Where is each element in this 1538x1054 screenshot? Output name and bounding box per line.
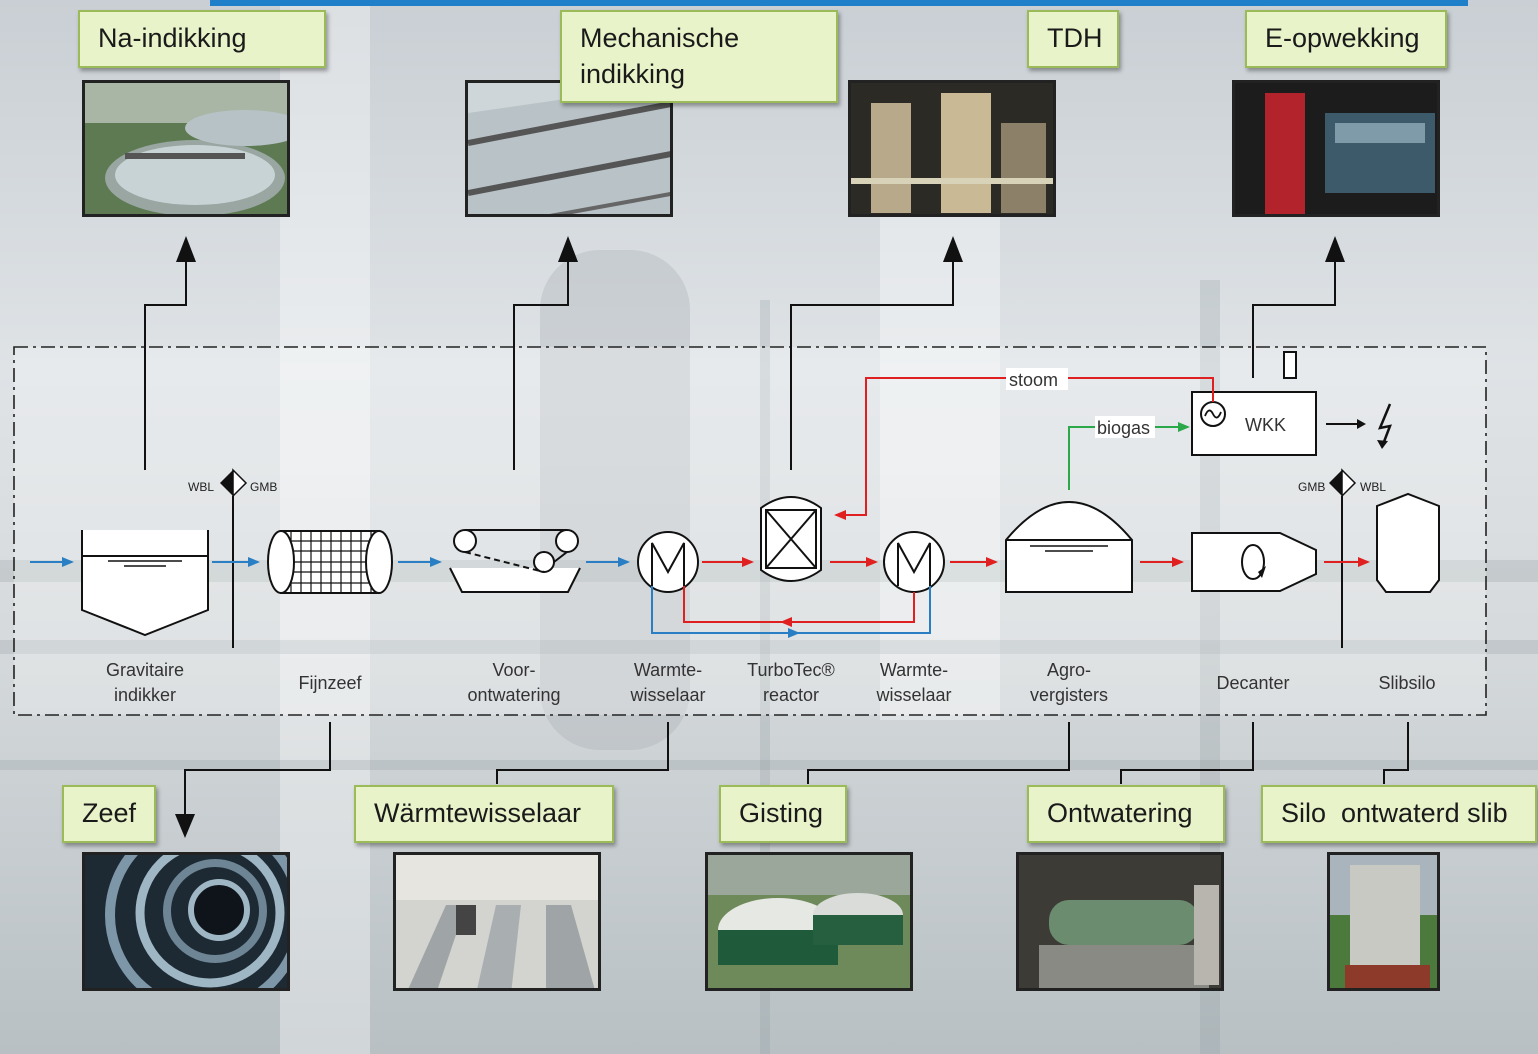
caption-line2: ontwatering — [467, 685, 560, 705]
photo-zeef — [82, 852, 290, 991]
photo-silo-ontwaterd-slib — [1327, 852, 1440, 991]
heat-exchanger-image — [396, 855, 598, 988]
connector-mechanische-indikking — [513, 236, 578, 470]
process-captions: Gravitaire indikker Fijnzeef Voor- ontwa… — [106, 660, 1436, 705]
photo-tdh — [848, 80, 1056, 217]
silo-image — [1330, 855, 1437, 988]
caption-line1: Slibsilo — [1378, 673, 1435, 693]
turbotec-reactor-symbol — [760, 496, 822, 582]
dosing-point-left: WBL GMB — [188, 468, 277, 648]
caption-line1: Warmte- — [634, 660, 702, 680]
caption-line1: TurboTec® — [747, 660, 835, 680]
label-mechanische-indikking: Mechanische indikking — [560, 10, 838, 103]
dosing-wbl-left: WBL — [188, 480, 214, 494]
caption-line1: Agro- — [1047, 660, 1091, 680]
connector-ontwatering — [1120, 722, 1254, 784]
label-text: E-opwekking — [1265, 23, 1420, 53]
label-warmtewisselaar: Wärmtewisselaar — [354, 785, 614, 843]
label-gisting: Gisting — [719, 785, 847, 843]
lightning-icon — [1377, 403, 1392, 448]
label-text: Wärmtewisselaar — [374, 798, 582, 828]
electricity-output — [1326, 403, 1392, 449]
wkk-label: WKK — [1245, 415, 1286, 435]
connector-e-opwekking — [1252, 236, 1345, 378]
photo-mechanische-indikking — [465, 80, 673, 217]
caption-line1: Decanter — [1216, 673, 1289, 693]
water-return — [651, 586, 931, 638]
caption-line2: indikker — [114, 685, 176, 705]
label-zeef: Zeef — [62, 785, 156, 843]
biogas-label: biogas — [1097, 418, 1150, 438]
photo-na-indikking — [82, 80, 290, 217]
label-text: Zeef — [82, 798, 137, 828]
label-na-indikking: Na-indikking — [78, 10, 326, 68]
dosing-point-right: GMB WBL — [1298, 468, 1386, 648]
stoom-label-bg — [1006, 368, 1068, 390]
gravitaire-indikker-symbol — [81, 530, 209, 637]
dosing-wbl-right: WBL — [1360, 480, 1386, 494]
caption-line2: vergisters — [1030, 685, 1108, 705]
connector-silo — [1383, 722, 1409, 784]
label-e-opwekking: E-opwekking — [1245, 10, 1447, 68]
caption-line2: reactor — [763, 685, 819, 705]
caption-line1: Gravitaire — [106, 660, 184, 680]
photo-warmtewisselaar — [393, 852, 601, 991]
fijnzeef-symbol — [267, 530, 393, 594]
photo-ontwatering — [1016, 852, 1224, 991]
decanter-symbol — [1191, 532, 1317, 592]
tdh-plant-image — [851, 83, 1053, 214]
caption-line1: Fijnzeef — [298, 673, 362, 693]
label-text-line1: Mechanische — [580, 23, 740, 53]
round-clarifier-image — [85, 83, 287, 214]
biogas-label-bg — [1095, 416, 1155, 438]
stoom-label: stoom — [1009, 370, 1058, 390]
agro-vergisters-symbol — [1005, 501, 1133, 593]
connector-gisting — [807, 722, 1070, 784]
connector-zeef — [175, 722, 331, 838]
dosing-gmb-left: GMB — [250, 480, 277, 494]
gas-engine-image — [1235, 83, 1437, 214]
label-ontwatering: Ontwatering — [1027, 785, 1225, 843]
connector-warmtewisselaar — [496, 722, 669, 784]
caption-line1: Warmte- — [880, 660, 948, 680]
photo-e-opwekking — [1232, 80, 1440, 217]
connector-tdh — [790, 236, 963, 470]
label-text: Silo ontwaterd slib — [1281, 798, 1508, 828]
screen-drum-image — [85, 855, 287, 988]
caption-line1: Voor- — [492, 660, 535, 680]
voorontwatering-symbol — [449, 529, 581, 593]
label-text: Gisting — [739, 798, 824, 828]
warmtewisselaar-1-symbol — [637, 531, 699, 593]
caption-line2: wisselaar — [875, 685, 951, 705]
label-text: Ontwatering — [1047, 798, 1193, 828]
slibsilo-symbol — [1376, 492, 1440, 593]
label-tdh: TDH — [1027, 10, 1119, 68]
label-silo-ontwaterd-slib: Silo ontwaterd slib — [1261, 785, 1537, 843]
wkk-symbol: WKK — [1191, 351, 1317, 456]
connector-na-indikking — [144, 236, 196, 470]
photo-gisting — [705, 852, 913, 991]
steam-flow — [834, 377, 1214, 520]
warmtewisselaar-2-symbol — [883, 531, 945, 593]
top-accent-bar — [210, 0, 1468, 6]
digesters-image — [708, 855, 910, 988]
decanter-image — [1019, 855, 1221, 988]
sludge-flows — [683, 557, 1370, 627]
label-text: TDH — [1047, 23, 1103, 53]
belt-thickener-image — [468, 83, 670, 214]
label-text-line2: indikking — [580, 59, 686, 89]
label-text: Na-indikking — [98, 23, 247, 53]
caption-line2: wisselaar — [629, 685, 705, 705]
dosing-gmb-right: GMB — [1298, 480, 1325, 494]
